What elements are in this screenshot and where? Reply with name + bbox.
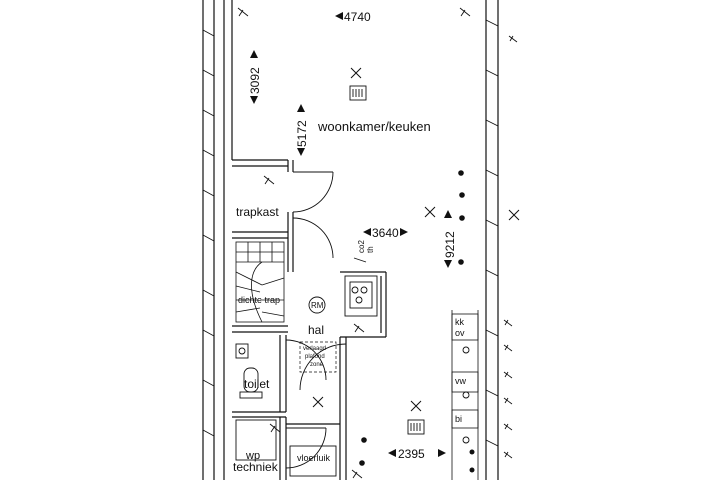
stair-closet-label: trapkast <box>236 205 279 219</box>
ceiling-light-icons <box>312 67 520 412</box>
svg-text:verlaagd: verlaagd <box>303 346 326 352</box>
dim-top-width: 4740 <box>335 10 371 24</box>
kitchen-code-vw: vw <box>455 376 467 386</box>
svg-text:2395: 2395 <box>398 447 425 461</box>
kitchen-equipment-codes <box>451 310 479 480</box>
technical-label: techniek <box>233 460 279 474</box>
hall-label: hal <box>308 323 324 337</box>
closed-stair-label: dichte trap <box>238 295 280 305</box>
svg-text:co2: co2 <box>357 240 366 253</box>
staircase <box>235 241 285 323</box>
dim-left-height: 3092 <box>248 50 262 104</box>
outlet-dots <box>359 170 475 473</box>
doors <box>285 171 347 469</box>
toilet-fixtures <box>235 343 263 399</box>
toilet-label: toilet <box>244 377 270 391</box>
svg-text:4740: 4740 <box>344 10 371 24</box>
kitchen-code-bi: bi <box>455 414 462 424</box>
svg-text:3092: 3092 <box>248 67 262 94</box>
lowered-ceiling-zone: verlaagd plafond zone <box>299 341 337 373</box>
kitchen-code-ov: ov <box>455 328 465 338</box>
smoke-detector-icon: RM <box>308 296 326 314</box>
kitchen-code-kk: kk <box>455 317 465 327</box>
dim-center-height: 5172 <box>295 104 309 156</box>
dim-mid-width: 3640 <box>363 226 408 240</box>
co2-thermostat: co2 th <box>353 240 375 263</box>
hand-basin <box>235 343 249 359</box>
wall-insulation-ticks <box>202 19 499 447</box>
exterior-walls <box>202 0 499 480</box>
dim-right-height: 9212 <box>443 210 457 268</box>
kitchen-outlet-icons <box>462 35 518 459</box>
ventilation-grille-icons <box>349 85 425 435</box>
floor-hatch <box>289 445 337 477</box>
heat-pump-unit <box>235 419 277 461</box>
light-switch-icons <box>237 7 471 479</box>
living-kitchen-label: woonkamer/keuken <box>317 119 431 134</box>
svg-text:plafond: plafond <box>305 354 325 360</box>
svg-text:9212: 9212 <box>443 231 457 258</box>
svg-text:th: th <box>366 246 375 253</box>
floor-hatch-label: vloerluik <box>297 453 331 463</box>
svg-text:RM: RM <box>311 301 324 310</box>
dim-bottom-width: 2395 <box>388 447 446 461</box>
meter-cupboard <box>344 275 378 317</box>
svg-text:zone: zone <box>310 362 324 368</box>
svg-text:5172: 5172 <box>295 120 309 147</box>
svg-text:3640: 3640 <box>372 226 399 240</box>
heat-pump-label: wp <box>245 450 260 462</box>
